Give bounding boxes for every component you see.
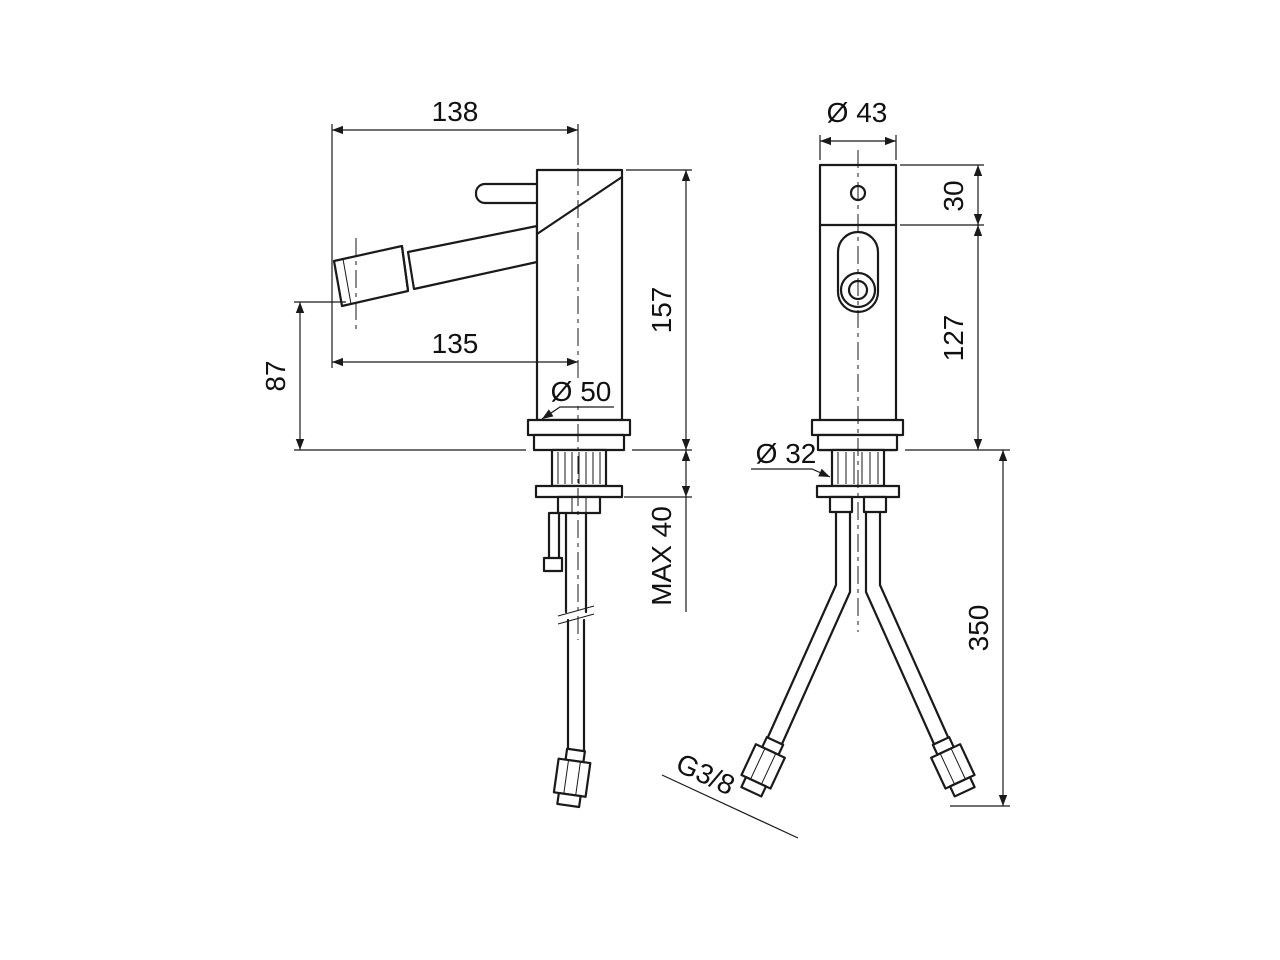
lever-cap-joint: [535, 175, 624, 236]
dim-label-body-diameter: Ø 43: [827, 97, 888, 128]
mounting-nut: [556, 495, 602, 515]
hose-fitting-side: [551, 746, 593, 809]
label-mask: [546, 378, 616, 406]
hose-break-mark: [557, 613, 595, 625]
leader-diameter-32: [751, 468, 831, 478]
dim-label-body-height: 157: [646, 287, 677, 334]
supply-hose-left: [766, 510, 852, 746]
front-view-faucet: [735, 150, 981, 800]
base-flange-lower: [532, 433, 626, 452]
hose-fitting-left: [735, 733, 791, 800]
supply-hose-right: [864, 510, 950, 746]
dim-label-shank-diameter: Ø 32: [756, 438, 817, 469]
aerator-joint-line: [400, 245, 410, 292]
spout-outline: [406, 224, 539, 291]
leader-diameter-50: [541, 406, 614, 420]
leader-thread-g38: [661, 774, 799, 839]
stud-foot: [542, 556, 564, 573]
mounting-nut-right: [862, 495, 888, 514]
aerator-face-line: [342, 258, 352, 305]
dim-label-base-diameter: Ø 50: [551, 376, 612, 407]
supply-hose-side: [557, 511, 595, 752]
hose-fitting-right: [925, 733, 981, 800]
shank-thread-hatch: [837, 452, 879, 484]
side-view-faucet: [332, 168, 632, 809]
dim-label-spout-reach-outlet: 135: [432, 328, 479, 359]
dim-label-upper-body-height: 127: [938, 315, 969, 362]
base-flange-upper: [526, 418, 632, 437]
dim-label-hose-length: 350: [963, 605, 994, 652]
dim-label-connection-thread: G3/8: [671, 747, 739, 801]
side-view-dimensions: 138 135 87 157 Ø 50 MAX 40: [260, 96, 692, 612]
aerator-outline: [332, 244, 410, 308]
threaded-stud: [547, 511, 561, 563]
hose-break-mark: [557, 605, 595, 617]
lever-handle: [474, 182, 546, 205]
dim-label-cap-height: 30: [938, 180, 969, 211]
front-view: Ø 43 30 127 Ø 32 350 G3/8: [661, 97, 1010, 839]
side-view: 138 135 87 157 Ø 50 MAX 40: [260, 96, 692, 809]
dim-label-outlet-height: 87: [260, 360, 291, 391]
shank-thread-hatch: [557, 452, 601, 484]
dim-label-spout-reach-overall: 138: [432, 96, 479, 127]
mounting-nut-left: [828, 495, 854, 514]
mounting-washer: [534, 484, 624, 499]
dim-label-max-deck-thickness: MAX 40: [646, 506, 677, 606]
